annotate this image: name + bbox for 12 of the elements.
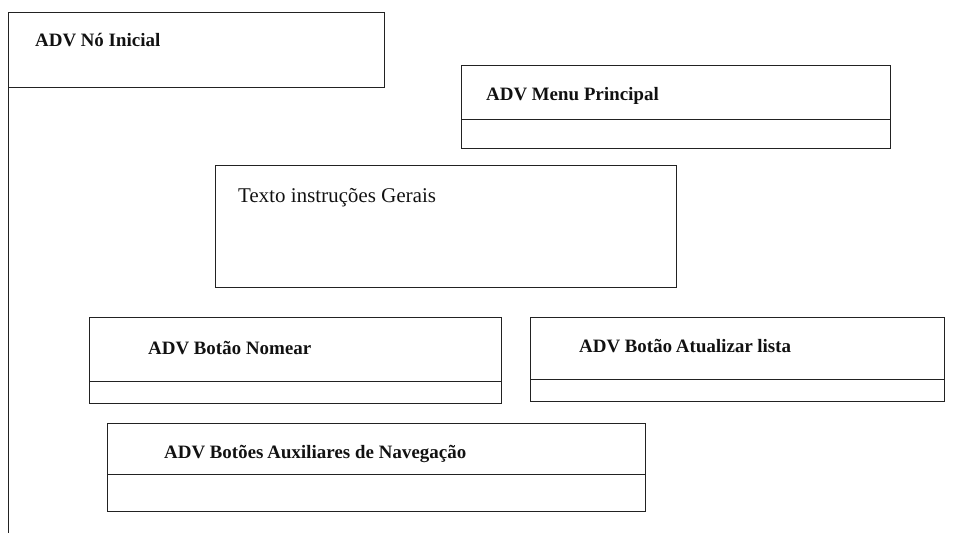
node-title: ADV Botão Atualizar lista xyxy=(579,336,791,358)
node-title: ADV Botão Nomear xyxy=(148,338,312,360)
node-title: ADV Botões Auxiliares de Navegação xyxy=(164,442,466,464)
node-title: ADV Nó Inicial xyxy=(35,30,160,52)
class-box xyxy=(107,423,646,512)
class-box xyxy=(89,317,502,404)
class-box xyxy=(461,65,891,149)
container-frame xyxy=(8,12,948,533)
box-text: Texto instruções Gerais xyxy=(238,183,436,208)
node-title: ADV Menu Principal xyxy=(486,84,659,106)
class-box xyxy=(530,317,945,402)
text-box xyxy=(215,165,677,288)
